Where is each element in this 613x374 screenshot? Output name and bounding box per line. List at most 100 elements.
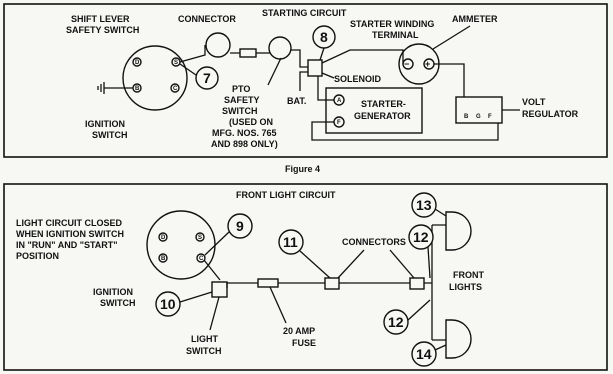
pto-label-5: MFG. NOS. 765: [212, 128, 277, 138]
callout-7-label: 7: [203, 70, 211, 86]
starter-winding-label-1: STARTER WINDING: [350, 19, 434, 29]
wire-solenoid-to-ammeter: [321, 49, 404, 64]
terminal-c-bottom-label: C: [199, 256, 204, 262]
pto-label-4: (USED ON: [229, 117, 273, 127]
front-light-circuit-title: FRONT LIGHT CIRCUIT: [236, 190, 336, 200]
volt-regulator-label-2: REGULATOR: [522, 109, 579, 119]
pto-label-3: SWITCH: [222, 106, 258, 116]
callout-10-label: 10: [160, 296, 176, 312]
pto-label-1: PTO: [232, 84, 250, 94]
solenoid-leader: [321, 72, 335, 79]
connector-body: [239, 48, 257, 58]
pto-label-6: AND 898 ONLY): [211, 139, 278, 149]
shift-lever-label-1: SHIFT LEVER: [71, 14, 130, 24]
terminal-s-bottom-label: S: [198, 235, 202, 241]
terminal-b-top-label: B: [135, 86, 140, 92]
ammeter-leader: [432, 25, 471, 50]
reg-terminal-b: B: [464, 114, 469, 120]
callout-13: [411, 192, 437, 218]
terminal-c-bottom: [196, 253, 206, 263]
solenoid-label: SOLENOID: [334, 74, 382, 84]
wire-c-to-light-switch: [203, 259, 221, 281]
callout-9-leader: [204, 231, 230, 256]
light-switch-box: [211, 281, 228, 298]
shift-lever-safety-switch: [205, 32, 231, 58]
starting-circuit-frame: [3, 3, 608, 158]
callout-11-label: 11: [283, 234, 298, 250]
ammeter-plus-label: +: [425, 59, 430, 69]
callout-7-leader: [179, 63, 197, 76]
front-light-circuit-frame: [3, 183, 608, 371]
pto-label-2: SAFETY: [224, 95, 260, 105]
ignition-switch-circle-bottom: [146, 210, 216, 280]
starting-circuit-title: STARTING CIRCUIT: [262, 8, 347, 18]
light-switch-label-2: SWITCH: [186, 346, 222, 356]
wire-f-to-regulator: [311, 121, 499, 141]
wire-s-to-shift-switch: [179, 45, 206, 63]
callout-9: [227, 213, 253, 239]
pto-label-leader: [267, 57, 282, 86]
wire-switch-to-fuse: [226, 282, 258, 288]
callout-14-label: 14: [416, 346, 432, 362]
callout-13-leader: [434, 208, 447, 217]
callout-12-lower-label: 12: [388, 314, 404, 330]
wire-solenoid-to-a: [317, 76, 334, 101]
ammeter-minus-label: −: [404, 59, 409, 69]
callout-12-lower-leader: [407, 299, 431, 321]
front-light-lower: [445, 319, 472, 359]
wire-battery: [299, 71, 308, 91]
fuse-label-2: FUSE: [292, 338, 316, 348]
starter-winding-label-2: TERMINAL: [372, 30, 419, 40]
terminal-b-bottom: [158, 253, 168, 263]
connector-1: [324, 277, 340, 290]
ground-icon: [97, 82, 133, 94]
ignition-switch-circle: [122, 45, 188, 111]
sg-terminal-a-label: A: [337, 98, 342, 104]
terminal-d-top: [132, 57, 142, 67]
callout-7: [195, 66, 219, 90]
volt-regulator-label-1: VOLT: [522, 97, 546, 107]
callout-8-label: 8: [320, 29, 328, 45]
terminal-c-top-label: C: [173, 86, 178, 92]
ignition-switch-bottom-label-1: IGNITION: [93, 287, 133, 297]
wire-ammeter-to-regulator: [434, 63, 465, 100]
terminal-d-bottom: [158, 232, 168, 242]
callout-12-upper-label: 12: [413, 229, 429, 245]
terminal-d-bottom-label: D: [161, 235, 166, 241]
ammeter-label: AMMETER: [452, 14, 498, 24]
wire-split-to-lights: [424, 224, 446, 341]
light-circuit-note-4: POSITION: [16, 251, 59, 261]
callout-10-leader: [179, 291, 213, 303]
ignition-switch-label-1: IGNITION: [85, 119, 125, 129]
light-circuit-note-2: WHEN IGNITION SWITCH: [16, 229, 124, 239]
wire-pto-to-solenoid: [291, 49, 308, 68]
callout-14: [411, 341, 437, 367]
solenoid-box: [307, 59, 323, 77]
connector-2: [409, 277, 425, 290]
callout-14-leader: [434, 344, 447, 351]
callout-9-label: 9: [236, 218, 244, 234]
connectors-label: CONNECTORS: [342, 237, 406, 247]
starter-generator-label-2: GENERATOR: [354, 111, 411, 121]
front-light-upper: [445, 211, 472, 251]
terminal-s-top-label: S: [174, 60, 178, 66]
pto-safety-switch: [268, 36, 292, 60]
callout-10: [155, 291, 181, 317]
terminal-b-bottom-label: B: [161, 256, 166, 262]
callout-11-leader: [299, 250, 331, 279]
terminal-s-bottom: [195, 232, 205, 242]
fuse-body: [257, 278, 279, 288]
sg-terminal-f-label: F: [337, 120, 341, 126]
light-circuit-note-3: IN "RUN" AND "START": [16, 240, 118, 250]
callout-13-label: 13: [416, 197, 432, 213]
callout-12-upper: [408, 224, 434, 250]
shift-lever-label-2: SAFETY SWITCH: [66, 25, 139, 35]
terminal-c-top: [170, 83, 180, 93]
fuse-leader: [269, 286, 287, 324]
fuse-label-1: 20 AMP: [283, 326, 315, 336]
callout-12-lower: [383, 309, 409, 335]
ignition-switch-bottom-label-2: SWITCH: [100, 298, 136, 308]
front-lights-label-2: LIGHTS: [449, 282, 482, 292]
front-lights-label-1: FRONT: [453, 270, 484, 280]
